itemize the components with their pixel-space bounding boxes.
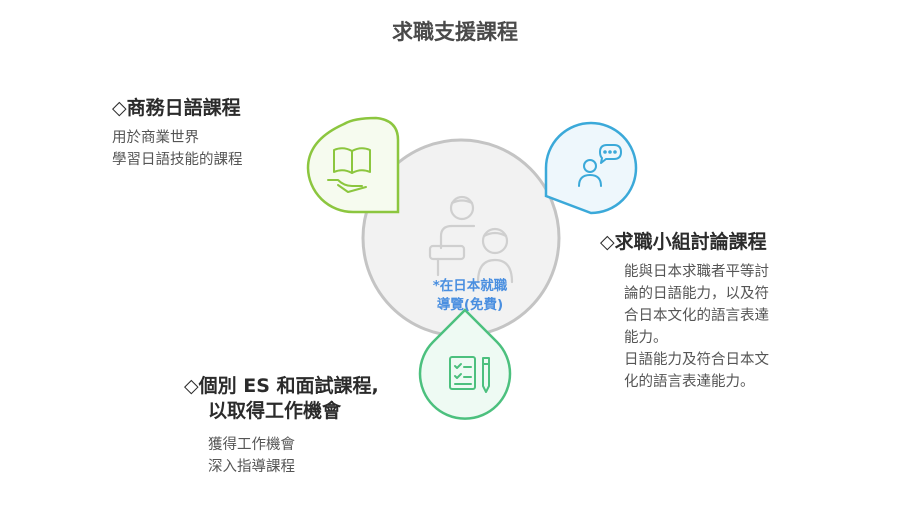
- description-line: 學習日語技能的課程: [112, 152, 243, 168]
- checklist-pen-icon: [449, 356, 490, 393]
- description-line: 深入指導課程: [208, 459, 295, 475]
- es-interview-marker: [418, 308, 512, 420]
- heading-line: ◇個別 ES 和面試課程,: [184, 375, 379, 397]
- description-line: 論的日語能力，以及符: [624, 286, 769, 302]
- group-discussion-description: 能與日本求職者平等討 論的日語能力，以及符 合日本文化的語言表達 能力。 日語能…: [624, 261, 769, 393]
- business-japanese-description: 用於商業世界 學習日語技能的課程: [112, 127, 243, 171]
- discussion-person-icon: [578, 144, 622, 187]
- center-label-line: *在日本就職: [432, 278, 508, 294]
- center-label: *在日本就職 導覽(免費): [405, 277, 535, 315]
- description-line: 獲得工作機會: [208, 437, 295, 453]
- diagram-title: 求職支援課程: [392, 20, 518, 44]
- es-interview-description: 獲得工作機會 深入指導課程: [208, 434, 379, 478]
- book-in-hand-icon: [327, 147, 371, 193]
- group-discussion-heading: ◇求職小組討論課程: [600, 231, 767, 253]
- heading-line: 以取得工作機會: [208, 400, 342, 422]
- description-line: 日語能力及符合日本文: [624, 352, 769, 368]
- business-japanese-heading: ◇商務日語課程: [112, 97, 241, 119]
- es-interview-heading: ◇個別 ES 和面試課程, 以取得工作機會: [184, 374, 379, 424]
- group-discussion-block: ◇求職小組討論課程 能與日本求職者平等討 論的日語能力，以及符 合日本文化的語言…: [600, 230, 769, 393]
- description-line: 能與日本求職者平等討: [624, 264, 769, 280]
- center-label-line: 導覽(免費): [436, 297, 504, 313]
- description-line: 合日本文化的語言表達: [624, 308, 769, 324]
- group-discussion-marker: [544, 121, 638, 215]
- description-line: 用於商業世界: [112, 130, 199, 146]
- description-line: 能力。: [624, 330, 668, 346]
- meeting-people-icon: [428, 195, 514, 284]
- description-line: 化的語言表達能力。: [624, 374, 755, 390]
- es-interview-block: ◇個別 ES 和面試課程, 以取得工作機會 獲得工作機會 深入指導課程: [184, 374, 379, 478]
- business-japanese-block: ◇商務日語課程 用於商業世界 學習日語技能的課程: [112, 96, 243, 171]
